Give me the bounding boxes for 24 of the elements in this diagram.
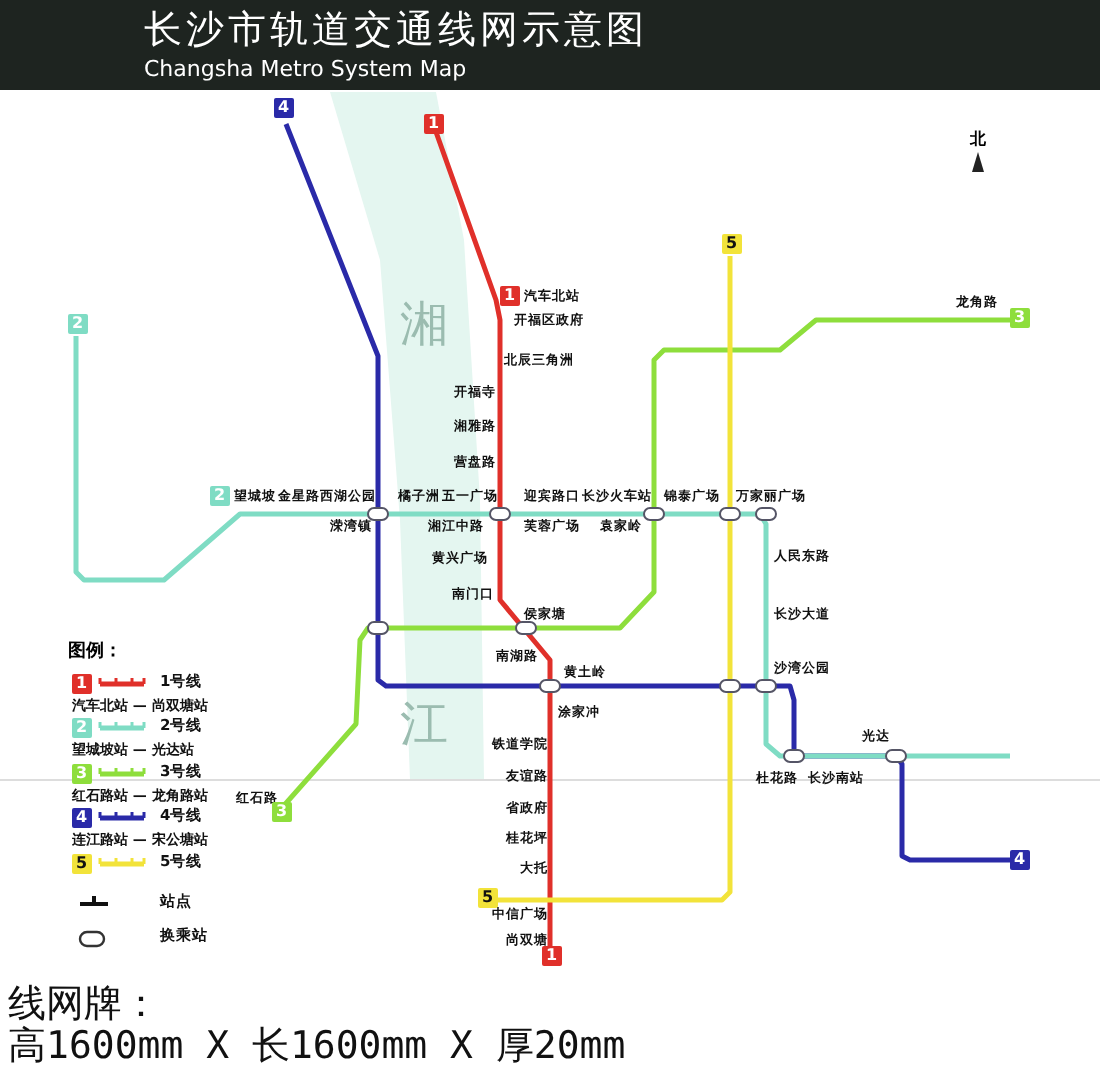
line-number: 1: [72, 674, 92, 694]
line-number: 4: [274, 98, 294, 118]
sign-spec-text: 高1600mm X 长1600mm X 厚20mm: [8, 1028, 626, 1066]
line-number: 2: [68, 314, 88, 334]
subtitle: Changsha Metro System Map: [144, 58, 467, 80]
legend-title: 图例：: [68, 644, 122, 662]
north-label: 北: [970, 132, 986, 148]
river-name: 湘: [400, 300, 448, 348]
line-number: 3: [1010, 308, 1030, 328]
line-number: 4: [1010, 850, 1030, 870]
line-number: 1: [500, 286, 520, 306]
line-number: 4: [72, 808, 92, 828]
line-number: 5: [722, 234, 742, 254]
line-number: 3: [72, 764, 92, 784]
line-number: 5: [72, 854, 92, 874]
title: 长沙市轨道交通线网示意图: [144, 12, 648, 50]
river-name: 江: [400, 700, 448, 748]
line-number: 3: [272, 802, 292, 822]
line-number: 2: [210, 486, 230, 506]
sign-spec-text: 线网牌：: [8, 986, 160, 1024]
line-number: 2: [72, 718, 92, 738]
line-number: 1: [424, 114, 444, 134]
line-number: 1: [542, 946, 562, 966]
line-number: 5: [478, 888, 498, 908]
